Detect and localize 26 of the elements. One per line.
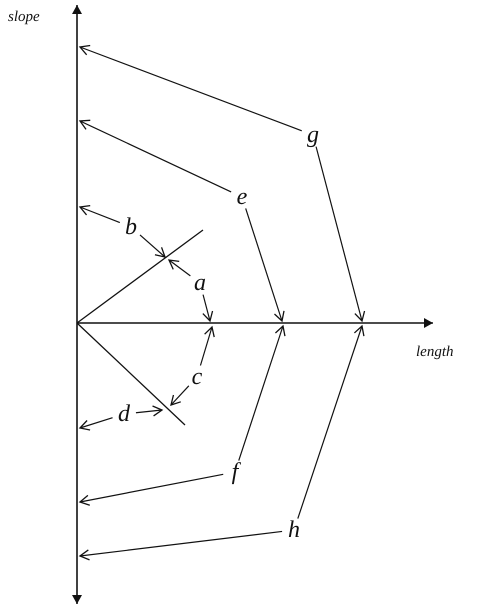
- leader-arrow: [79, 530, 282, 561]
- leader-arrow: [79, 474, 224, 506]
- leader-arrow: [245, 208, 285, 322]
- variable-label: b: [125, 215, 137, 239]
- leader-arrow: [297, 325, 365, 519]
- variable-label: h: [288, 518, 300, 542]
- leader-arrow: [168, 259, 191, 276]
- leader-arrow: [136, 405, 163, 417]
- variable-label: e: [236, 185, 248, 209]
- leader-arrow: [79, 417, 113, 431]
- leader-arrow: [202, 294, 214, 322]
- axis-label: slope: [8, 10, 40, 25]
- axis-label: length: [416, 345, 454, 360]
- leader-arrow: [200, 326, 215, 366]
- variable-label: c: [192, 365, 202, 389]
- leader-arrow: [79, 120, 232, 192]
- leader-arrow: [140, 234, 166, 258]
- variable-label: d: [118, 402, 130, 426]
- leader-arrow: [238, 325, 286, 461]
- variable-label: a: [194, 271, 206, 295]
- variable-label: f: [232, 460, 238, 484]
- leader-arrow: [79, 204, 120, 224]
- variable-label: g: [307, 123, 319, 147]
- leader-arrow: [79, 44, 302, 132]
- leader-arrow: [315, 146, 366, 322]
- leader-arrow: [170, 385, 190, 406]
